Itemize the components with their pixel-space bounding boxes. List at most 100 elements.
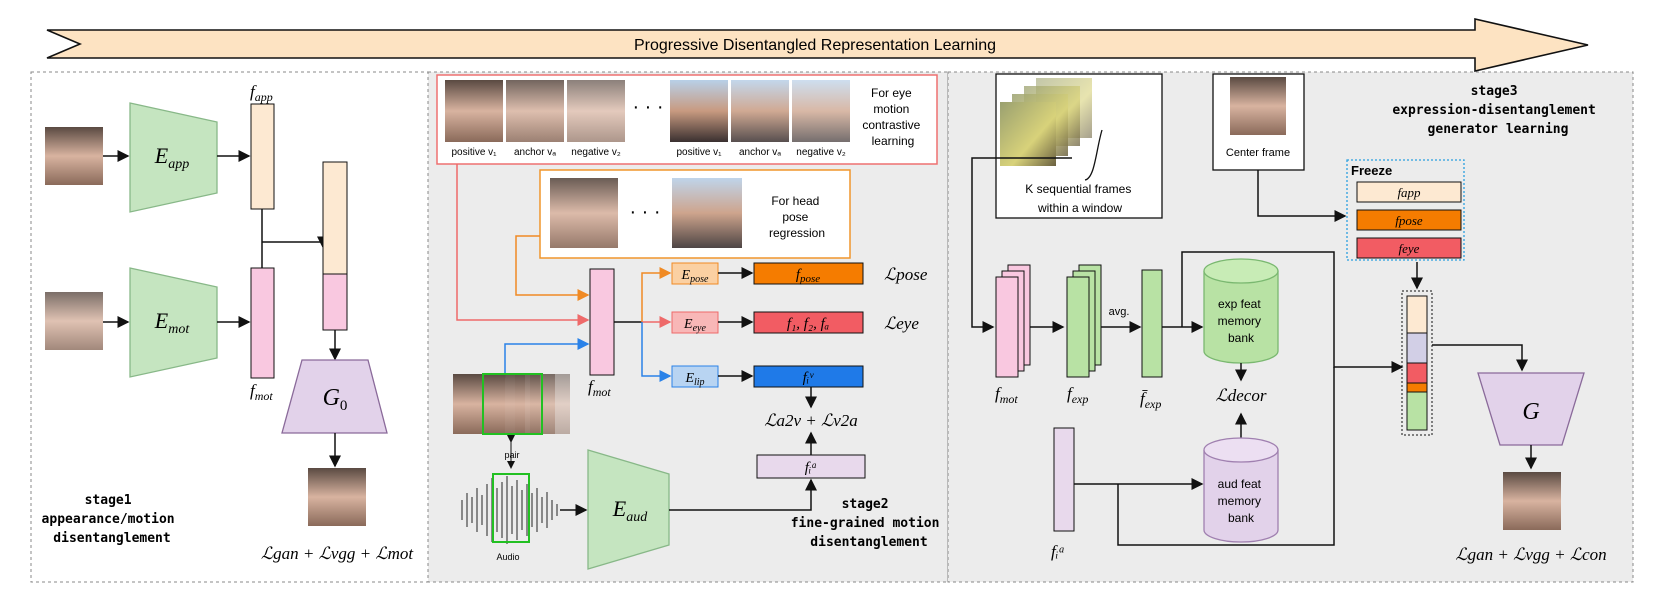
frame-window-highlight — [482, 373, 543, 435]
aud-bank-text: aud feat memory bank — [1218, 477, 1265, 525]
freeze-pose-bar — [1356, 209, 1462, 231]
lip-feature-label: fᵢᵛ — [803, 370, 815, 386]
banner-title: Progressive Disentangled Representation … — [634, 37, 996, 54]
concat-app-seg — [1406, 295, 1428, 334]
stage1-output-face — [308, 468, 366, 526]
generator-g-label: G — [1522, 399, 1539, 425]
freeze-label: Freeze — [1351, 163, 1392, 178]
audio-label: Audio — [496, 552, 519, 562]
eye-ellipsis: · · · — [632, 96, 663, 118]
eye-image-labels: positive v₁ anchor vₐ negative v₂ positi… — [451, 147, 845, 158]
audio-encoder — [587, 449, 670, 570]
concat-eye-seg — [1406, 362, 1428, 384]
eye-feature-bar — [753, 311, 864, 334]
eye-negative-face-2 — [792, 80, 850, 142]
exp-bank-text: exp feat memory bank — [1218, 297, 1265, 345]
head-ellipsis: · · · — [629, 201, 660, 223]
eye-anchor-face-1 — [506, 80, 564, 142]
appearance-encoder-label: Eapp — [154, 143, 189, 172]
eye-negative-face-1 — [567, 80, 625, 142]
pose-feature-label: fpose — [796, 267, 820, 285]
eye-loss: ℒeye — [884, 314, 919, 333]
k-frames-text: K sequential frames within a window — [1025, 182, 1134, 215]
center-frame-image — [1230, 77, 1286, 135]
mot-feature-bar — [250, 267, 275, 379]
concat-aud-seg — [1406, 391, 1428, 431]
eye-label: anchor vₐ — [514, 147, 556, 158]
concat-pose-seg — [1406, 382, 1428, 393]
pose-encoder-label: Epose — [681, 268, 709, 285]
freeze-pose-label: fpose — [1395, 213, 1423, 228]
app-feature-bar — [250, 103, 275, 210]
eye-anchor-face-2 — [731, 80, 789, 142]
stage1-loss: ℒgan + ℒvgg + ℒmot — [261, 544, 414, 563]
stage2-caption: stage2 fine-grained motion disentangleme… — [791, 497, 948, 550]
eye-feature-label: f₁, f₂, fₐ — [787, 316, 829, 332]
eye-label: negative v₂ — [571, 147, 621, 158]
eye-label: positive v₁ — [451, 147, 497, 158]
concat-exp-seg — [1406, 332, 1428, 364]
audio-window-highlight — [492, 473, 530, 543]
aud-feature-label: fᵢᵃ — [805, 460, 818, 476]
motion-face-image — [45, 292, 103, 350]
exp-stack-bar — [1066, 276, 1090, 378]
eye-label: anchor vₐ — [739, 147, 781, 158]
stage3-f-mot-label: fmot — [995, 384, 1018, 406]
generator-g — [1477, 372, 1585, 446]
stage1-caption: stage1 appearance/motion disentanglement — [42, 493, 183, 546]
exp-feat-memory-bank: exp feat memory bank — [1203, 258, 1279, 364]
eye-positive-face-1 — [445, 80, 503, 142]
lip-feature-bar — [753, 365, 864, 388]
stage3: K sequential frames within a window Cent… — [971, 73, 1607, 564]
eye-positive-face-2 — [670, 80, 728, 142]
stage3-loss: ℒgan + ℒvgg + ℒcon — [1455, 545, 1606, 564]
stage2: · · · positive v₁ anchor vₐ negative v₂ … — [436, 74, 948, 570]
stage3-f-aud-label: fᵢᵃ — [1051, 542, 1065, 561]
stage3-caption: stage3 expression-disentanglement genera… — [1392, 84, 1603, 137]
head-task-text: For head pose regression — [769, 194, 825, 240]
f-app-label: fapp — [250, 82, 273, 104]
progress-banner: Progressive Disentangled Representation … — [46, 17, 1589, 73]
generator-g0-label: G0 — [323, 385, 348, 414]
center-frame-label: Center frame — [1226, 147, 1290, 159]
concat-dashed-frame — [1401, 290, 1433, 436]
lip-encoder-label: Elip — [684, 371, 704, 388]
freeze-box — [1346, 159, 1465, 261]
freeze-app-bar — [1356, 181, 1462, 203]
eye-label: negative v₂ — [796, 147, 846, 158]
eye-task-text: For eye motion contrastive learning — [862, 86, 923, 148]
motion-encoder-label: Emot — [154, 308, 191, 337]
stage2-mot-feature-bar — [589, 268, 615, 376]
freeze-eye-label: feye — [1399, 241, 1420, 256]
exp-avg-bar — [1141, 269, 1163, 378]
appearance-encoder — [129, 102, 218, 213]
head-pose-face-2 — [672, 178, 742, 248]
concat-app-bar — [322, 161, 348, 275]
stage3-f-exp-bar-label: f̄exp — [1140, 389, 1161, 411]
appearance-face-image — [45, 127, 103, 185]
video-frames-stack — [453, 373, 570, 435]
freeze-eye-bar — [1356, 237, 1462, 259]
motion-encoder — [129, 267, 218, 378]
k-frames-brace — [1084, 129, 1103, 181]
avg-label: avg. — [1109, 306, 1130, 318]
eye-label: positive v₁ — [676, 147, 722, 158]
concat-mot-bar — [322, 273, 348, 331]
generator-g0 — [281, 359, 388, 434]
stage3-aud-feature-bar — [1053, 427, 1075, 532]
stage3-f-exp-label: fexp — [1067, 384, 1088, 406]
freeze-app-label: fapp — [1397, 185, 1421, 200]
audio-waveform — [461, 476, 558, 544]
eye-encoder-label: Eeye — [683, 317, 706, 334]
stage1: Eapp Emot fapp fmot G0 stage1 appearance… — [42, 82, 415, 563]
sync-loss: ℒa2v + ℒv2a — [764, 411, 858, 430]
pose-loss: ℒpose — [884, 265, 928, 284]
stage3-output-face — [1503, 472, 1561, 530]
mot-stack-bar — [995, 276, 1019, 378]
aud-feat-memory-bank: aud feat memory bank — [1203, 437, 1279, 543]
head-pose-face-1 — [550, 178, 618, 248]
f-mot-label: fmot — [250, 381, 273, 403]
stage2-f-mot-label: fmot — [588, 377, 611, 399]
aud-feature-bar — [756, 454, 866, 479]
